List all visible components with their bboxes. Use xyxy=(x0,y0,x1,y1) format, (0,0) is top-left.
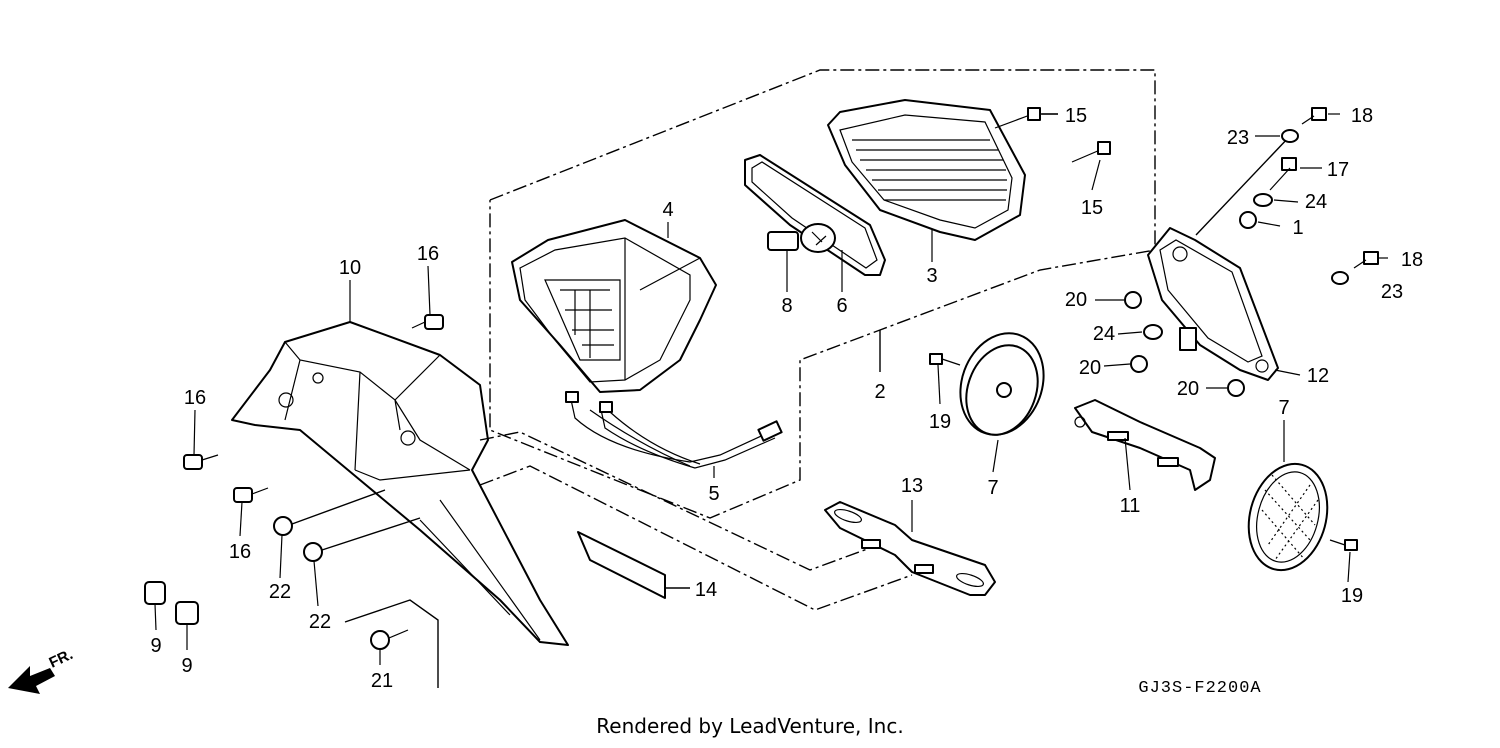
nut-20-b xyxy=(1130,355,1148,373)
label-leaders xyxy=(154,113,1388,665)
screw-19-right xyxy=(1329,539,1358,551)
washer-24-upper xyxy=(1253,193,1273,207)
label-6: 6 xyxy=(836,295,847,317)
label-22-lower: 22 xyxy=(309,611,331,633)
reflector-oval xyxy=(1247,462,1329,572)
label-2: 2 xyxy=(874,381,885,403)
nut-22-upper xyxy=(273,489,386,536)
label-13: 13 xyxy=(901,475,923,497)
label-7-right: 7 xyxy=(1278,397,1289,419)
label-18-upper: 18 xyxy=(1351,105,1373,127)
label-17: 17 xyxy=(1327,159,1349,181)
bolt-16-left-upper xyxy=(183,454,219,470)
label-10: 10 xyxy=(339,257,361,279)
label-20-b: 20 xyxy=(1079,357,1101,379)
label-16-top: 16 xyxy=(417,243,439,265)
label-9-right: 9 xyxy=(181,655,192,677)
label-24-upper: 24 xyxy=(1305,191,1327,213)
wire-harness xyxy=(565,391,783,469)
washer-23-upper xyxy=(1281,129,1299,143)
label-20-c: 20 xyxy=(1177,378,1199,400)
front-direction-arrow: FR. xyxy=(8,646,76,694)
label-22-upper: 22 xyxy=(269,581,291,603)
nut-1 xyxy=(1239,211,1257,229)
tail-lamp-housing xyxy=(511,219,717,393)
label-11: 11 xyxy=(1120,495,1141,517)
label-18-lower: 18 xyxy=(1401,249,1423,271)
license-bracket xyxy=(824,501,996,596)
label-23-upper: 23 xyxy=(1227,127,1249,149)
label-16-left-upper: 16 xyxy=(184,387,206,409)
nut-20-a xyxy=(1124,291,1142,309)
washer-23-lower xyxy=(1331,271,1349,285)
screw-15-upper xyxy=(994,107,1058,129)
bolt-18-lower xyxy=(1353,251,1379,269)
grommet-9-left xyxy=(144,581,166,605)
nut-21 xyxy=(344,599,439,688)
label-16-left-lower: 16 xyxy=(229,541,251,563)
label-7-left: 7 xyxy=(987,477,998,499)
nut-22-lower xyxy=(303,517,421,562)
label-1: 1 xyxy=(1292,217,1303,239)
diagram-code: GJ3S-F2200A xyxy=(1138,679,1261,698)
label-20-a: 20 xyxy=(1065,289,1087,311)
label-4: 4 xyxy=(662,199,673,221)
screw-19-left xyxy=(929,353,961,366)
lens-gasket xyxy=(744,154,886,276)
reflector-bracket xyxy=(1147,135,1291,381)
label-24-lower: 24 xyxy=(1093,323,1115,345)
bolt-18-upper xyxy=(1301,107,1327,125)
nut-20-c xyxy=(1227,379,1245,397)
label-14: 14 xyxy=(695,579,717,601)
label-21: 21 xyxy=(371,670,393,692)
direction-label: FR. xyxy=(47,646,76,672)
label-9-left: 9 xyxy=(150,635,161,657)
bolt-17 xyxy=(1269,157,1297,191)
footer-credit: Rendered by LeadVenture, Inc. xyxy=(596,714,904,738)
label-19-right: 19 xyxy=(1341,585,1363,607)
reflector-round xyxy=(959,332,1045,436)
part-labels: 1 2 3 4 5 6 7 7 8 9 9 10 11 12 13 14 15 … xyxy=(150,105,1423,692)
tail-lens xyxy=(827,99,1026,241)
reflector-stay xyxy=(1074,399,1216,491)
label-15-upper: 15 xyxy=(1065,105,1087,127)
label-15-lower: 15 xyxy=(1081,197,1103,219)
grommet-9-right xyxy=(175,601,199,625)
decal xyxy=(577,531,690,599)
label-19-left: 19 xyxy=(929,411,951,433)
washer-24-lower xyxy=(1143,324,1163,340)
label-12: 12 xyxy=(1307,365,1329,387)
label-5: 5 xyxy=(708,483,719,505)
screw-15-lower xyxy=(1071,141,1111,163)
label-3: 3 xyxy=(926,265,937,287)
label-23-lower: 23 xyxy=(1381,281,1403,303)
bulb xyxy=(767,223,836,253)
bolt-16-top xyxy=(411,314,444,330)
label-8: 8 xyxy=(781,295,792,317)
rear-fender xyxy=(231,321,569,646)
bolt-16-left-lower xyxy=(233,487,269,503)
